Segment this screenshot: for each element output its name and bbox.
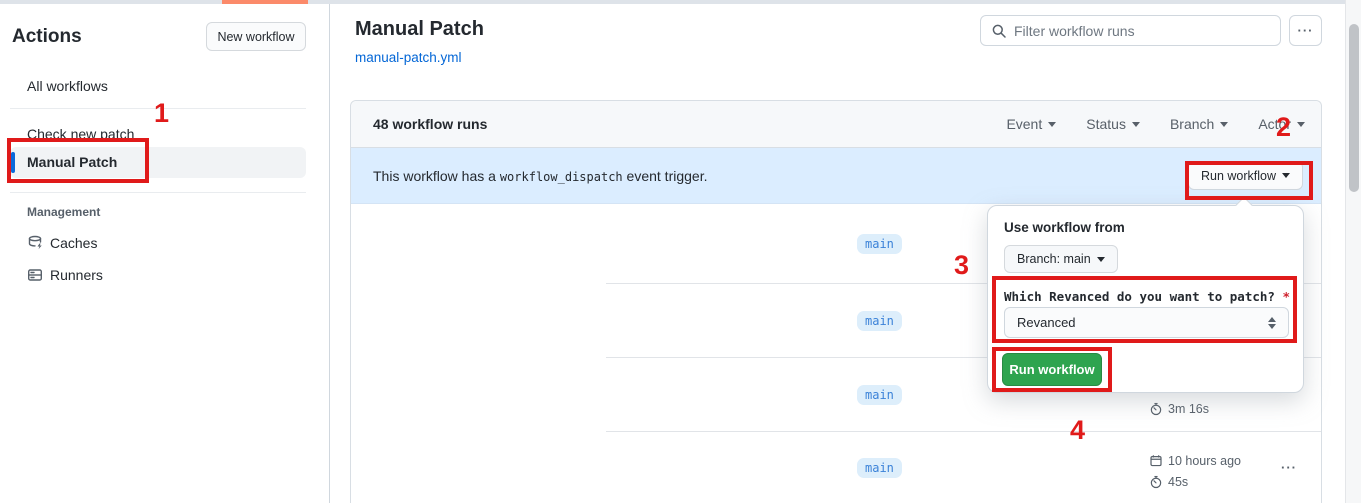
chevron-down-icon: [1297, 121, 1305, 127]
calendar-icon: [1150, 455, 1162, 467]
selected-accent-bar: [11, 152, 15, 173]
sidebar-item-label: Caches: [50, 235, 98, 251]
sidebar-item-manual-patch[interactable]: Manual Patch: [10, 147, 306, 178]
runners-icon: [28, 269, 43, 281]
annotation-number-2: 2: [1276, 112, 1292, 142]
sidebar-item-caches[interactable]: Caches: [27, 235, 97, 251]
workflow-file-link[interactable]: manual-patch.yml: [355, 50, 462, 65]
stopwatch-icon: [1150, 475, 1162, 489]
chevron-down-icon: [1131, 121, 1140, 127]
divider: [10, 192, 306, 193]
revanced-select[interactable]: Revanced: [1004, 307, 1289, 338]
branch-badge[interactable]: main: [857, 311, 902, 331]
chevron-down-icon: [1282, 173, 1290, 178]
branch-badge[interactable]: main: [857, 458, 902, 478]
annotation-number-3: 3: [954, 250, 970, 280]
input-label-text: Which Revanced do you want to patch?: [1004, 289, 1275, 304]
cache-icon: [28, 235, 42, 250]
popup-title: Use workflow from: [1004, 220, 1125, 235]
workflow-input-label: Which Revanced do you want to patch? *: [1004, 289, 1290, 304]
workflow-run-row[interactable]: main 10 hours ago 45s: [351, 432, 1321, 503]
filter-input-wrap: [980, 15, 1281, 46]
page-title: Manual Patch: [355, 18, 484, 40]
workflow-run-row[interactable]: main: [351, 284, 1321, 358]
filter-label: Branch: [1169, 116, 1215, 132]
chevron-down-icon: [1220, 121, 1229, 127]
top-strip: [0, 0, 1361, 4]
filter-workflow-runs-input[interactable]: [1014, 22, 1270, 39]
sidebar-item-all-workflows[interactable]: All workflows: [27, 78, 108, 94]
run-options-button[interactable]: [1281, 460, 1297, 475]
branch-selector-button[interactable]: Branch: main: [1004, 245, 1118, 273]
vertical-scrollbar[interactable]: [1345, 0, 1361, 503]
filter-label: Event: [1006, 116, 1043, 132]
annotation-number-4: 4: [1070, 415, 1086, 445]
banner-text-suffix: event trigger.: [626, 167, 708, 184]
chevron-down-icon: [1048, 121, 1057, 127]
new-workflow-button[interactable]: New workflow: [206, 22, 306, 51]
run-date: 10 hours ago: [1149, 454, 1241, 468]
workflow-runs-count: 48 workflow runs: [373, 116, 488, 132]
divider: [10, 108, 306, 109]
filter-label: Status: [1086, 116, 1126, 132]
sidebar-title: Actions: [12, 26, 82, 47]
status-filter-dropdown[interactable]: Status: [1086, 116, 1140, 132]
management-section-label: Management: [27, 205, 101, 219]
banner-text-prefix: This workflow has a: [373, 167, 496, 184]
sidebar-item-check-new-patch[interactable]: Check new patch: [27, 126, 135, 142]
workflow-run-row[interactable]: main: [351, 204, 1321, 284]
chevron-down-icon: [1096, 256, 1105, 262]
duration-label: 45s: [1168, 475, 1189, 489]
divider: [606, 357, 1321, 358]
scrollbar-thumb[interactable]: [1349, 24, 1359, 192]
more-options-button[interactable]: [1289, 15, 1322, 46]
divider: [606, 283, 1321, 284]
stopwatch-icon: [1150, 402, 1162, 416]
branch-selector-label: Branch: main: [1017, 252, 1091, 266]
banner-text: This workflow has a workflow_dispatch ev…: [373, 168, 707, 184]
sidebar-item-runners[interactable]: Runners: [27, 267, 103, 283]
actor-filter-dropdown[interactable]: Actor: [1258, 116, 1305, 132]
search-icon: [992, 24, 1006, 38]
annotation-number-1: 1: [154, 98, 170, 128]
run-duration: 3m 16s: [1149, 402, 1209, 416]
workflow-dispatch-banner: This workflow has a workflow_dispatch ev…: [351, 148, 1321, 204]
branch-filter-dropdown[interactable]: Branch: [1169, 116, 1229, 132]
runs-filters: Event Status Branch Actor: [1006, 116, 1305, 132]
divider: [606, 431, 1321, 432]
banner-code: workflow_dispatch: [499, 169, 623, 184]
select-arrows-icon: [1268, 316, 1276, 329]
run-workflow-popup: Use workflow from Branch: main Which Rev…: [987, 196, 1304, 393]
run-workflow-dropdown-label: Run workflow: [1200, 168, 1276, 183]
event-filter-dropdown[interactable]: Event: [1006, 116, 1057, 132]
required-asterisk: *: [1282, 289, 1290, 304]
filter-label: Actor: [1258, 116, 1291, 132]
orange-accent-bar: [222, 0, 308, 4]
select-value: Revanced: [1017, 315, 1076, 330]
branch-badge[interactable]: main: [857, 385, 902, 405]
runs-card-header: 48 workflow runs Event Status Branch Act…: [351, 101, 1321, 148]
sidebar-item-label: Runners: [50, 267, 103, 283]
run-workflow-submit-button[interactable]: Run workflow: [1002, 353, 1102, 386]
run-workflow-dropdown-button[interactable]: Run workflow: [1187, 161, 1303, 190]
run-duration: 45s: [1149, 475, 1188, 489]
duration-label: 3m 16s: [1168, 402, 1209, 416]
actions-sidebar: Actions New workflow All workflows Check…: [0, 4, 330, 503]
workflow-run-row[interactable]: main 3m 16s: [351, 358, 1321, 432]
sidebar-item-label: Manual Patch: [27, 154, 118, 170]
date-label: 10 hours ago: [1168, 454, 1241, 468]
branch-badge[interactable]: main: [857, 234, 902, 254]
